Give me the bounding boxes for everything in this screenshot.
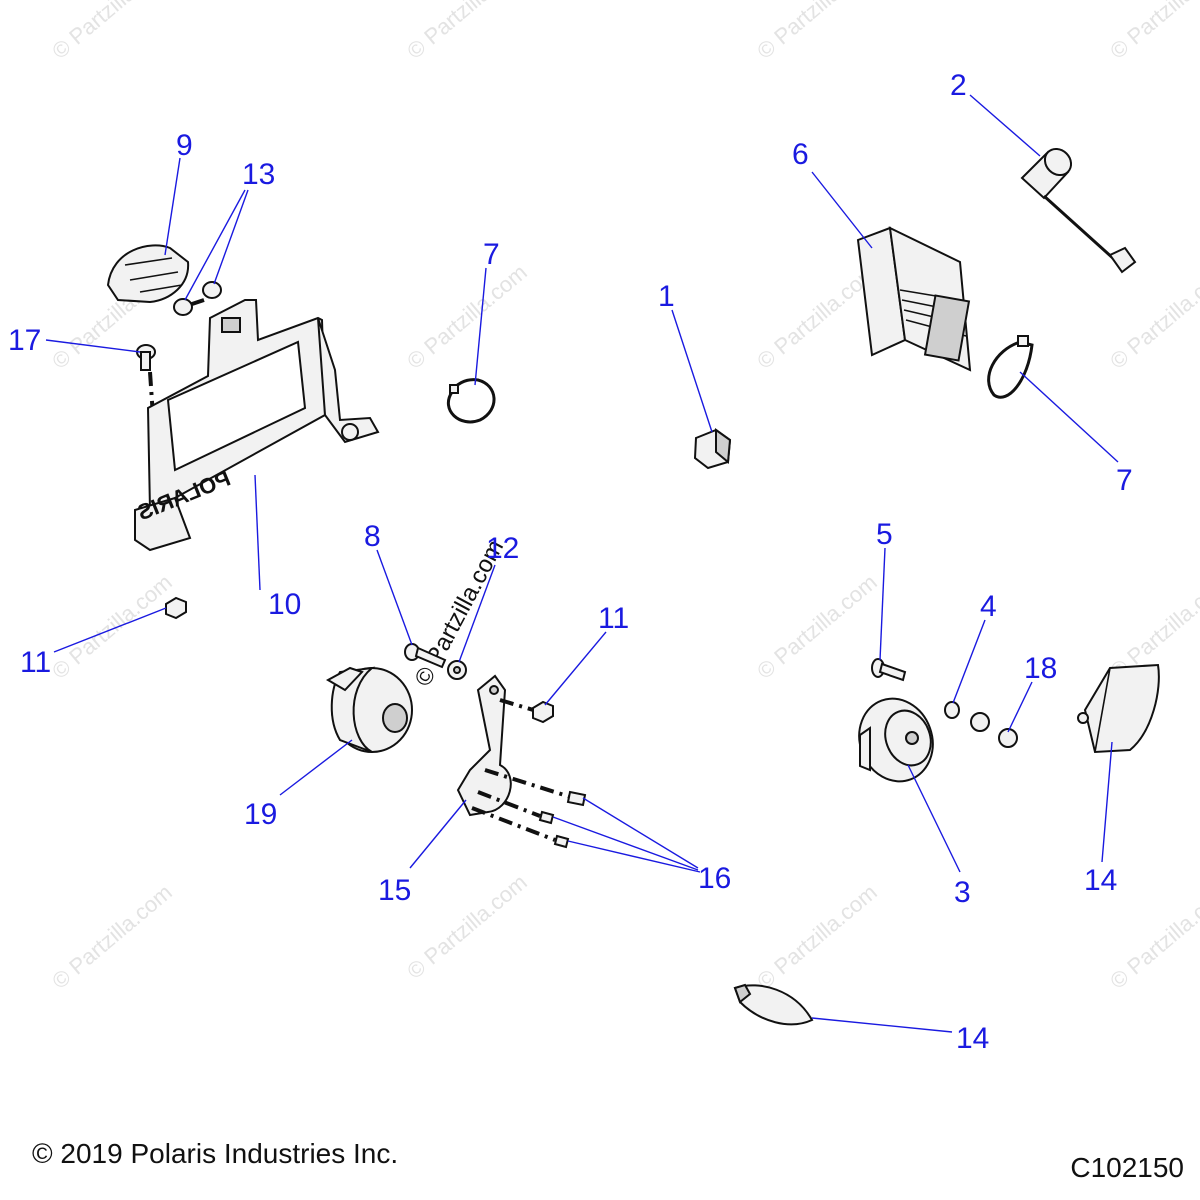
part-16-screws [538,790,587,849]
callout-5: 5 [876,518,893,551]
callout-18: 18 [1024,652,1057,685]
part-9-housing [106,244,190,304]
part-18-spacers [970,712,1018,748]
part-4-washer [944,701,960,719]
part-13-bushings [173,281,222,316]
watermark: © Partzilla.com [752,0,882,64]
part-7-tie-middle [446,378,496,424]
watermark: © Partzilla.com [402,0,532,64]
watermark: © Partzilla.com [47,569,177,683]
callout-9: 9 [176,129,193,162]
callout-11: 11 [20,646,51,679]
watermark: © Partzilla.com [752,569,882,683]
callout-6: 6 [792,138,809,171]
callout-10: 10 [268,588,301,621]
part-11-nut-left [165,596,187,620]
part-2-sensor [1020,147,1137,274]
watermark: © Partzilla.com [402,259,532,373]
watermark: © Partzilla.com [1105,259,1200,373]
part-15-bracket [456,674,581,842]
watermark: © Partzilla.com [752,879,882,993]
part-19-motor [325,666,413,753]
part-7-tie-right [987,335,1034,399]
part-11-nut-middle [532,700,554,724]
part-1-switch [693,428,732,470]
callout-3: 3 [954,876,971,909]
part-10-plate-bracket: POLARIS [134,299,380,552]
part-14-lens-bottom [733,983,814,1026]
watermark: © Partzilla.com [47,0,177,64]
callout-leaders [45,94,1119,1033]
callout-7: 7 [483,238,500,271]
callout-15: 15 [378,874,411,907]
watermark: © Partzilla.com [402,869,532,983]
callout-1: 1 [658,280,675,313]
part-3-horn [858,697,934,783]
watermark-layer: © Partzilla.com © Partzilla.com © Partzi… [47,0,1200,994]
copyright-notice: © 2019 Polaris Industries Inc. [32,1138,399,1169]
part-12-washer [447,660,467,680]
callout-numbers: 9 13 17 10 11 7 1 6 2 7 8 12 11 19 15 16… [8,69,1133,1055]
watermark: © Partzilla.com [1105,0,1200,64]
callout-17: 17 [8,324,41,357]
callout-2: 2 [950,69,967,102]
callout-13: 13 [242,158,275,191]
part-8-bolt [404,643,447,669]
watermark: © Partzilla.com [1105,879,1200,993]
part-6-module [856,226,972,372]
callout-12: 12 [486,532,519,565]
callout-14: 14 [956,1022,989,1055]
part-14-lens-right [1077,663,1160,754]
callout-8: 8 [364,520,381,553]
figure-code: C102150 [1070,1152,1184,1183]
callout-11: 11 [598,602,629,635]
callout-7: 7 [1116,464,1133,497]
part-5-screw [871,658,907,682]
callout-14: 14 [1084,864,1117,897]
callout-16: 16 [698,862,731,895]
watermark: © Partzilla.com [47,879,177,993]
callout-19: 19 [244,798,277,831]
callout-4: 4 [980,590,997,623]
